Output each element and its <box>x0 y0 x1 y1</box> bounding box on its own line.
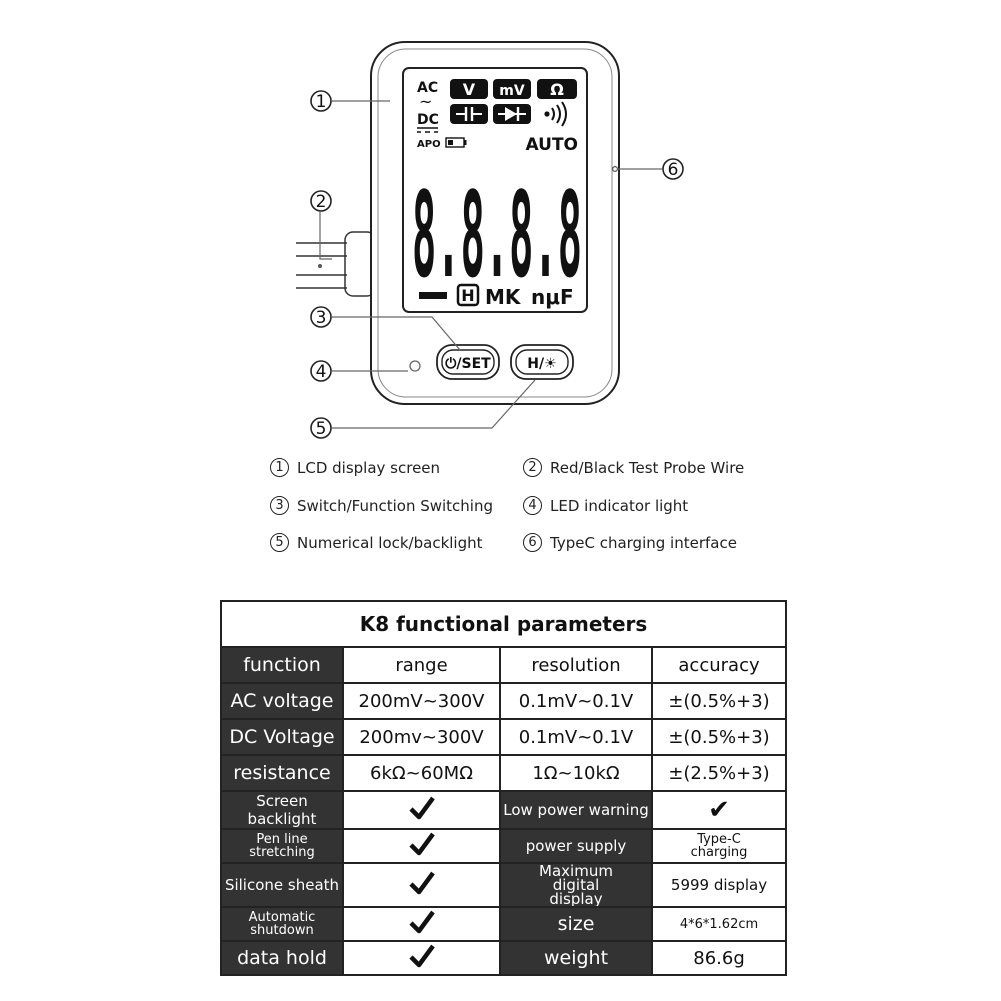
check-icon <box>408 944 435 968</box>
legend-item-3: 3 Switch/Function Switching <box>270 496 493 515</box>
check-icon: ✔ <box>708 795 730 825</box>
lcd-auto: AUTO <box>526 135 579 155</box>
check-icon <box>408 871 435 895</box>
parameters-table: K8 functional parameters function range … <box>219 600 788 976</box>
legend-text: TypeC charging interface <box>550 533 737 552</box>
check-icon <box>408 910 435 934</box>
lcd-ac-symbol: ~ <box>419 92 432 111</box>
callout-3: 3 <box>310 306 332 328</box>
svg-text:Ω: Ω <box>550 80 564 99</box>
table-row: Screen backlight Low power warning ✔ <box>220 790 788 830</box>
legend-text: LCD display screen <box>297 458 441 477</box>
table-row: resistance 6kΩ~60MΩ 1Ω~10kΩ ±(2.5%+3) <box>220 754 788 792</box>
mode-ohm: Ω <box>537 79 577 99</box>
legend-item-2: 2 Red/Black Test Probe Wire <box>523 458 744 477</box>
lcd-unit: nμF <box>531 285 574 309</box>
mode-mv: mV <box>493 79 531 99</box>
buzzer-icon <box>544 101 567 127</box>
legend-item-4: 4 LED indicator light <box>523 496 688 515</box>
typec-port <box>611 166 618 173</box>
header-function: function <box>220 646 344 684</box>
callout-5: 5 <box>310 417 332 439</box>
callout-2: 2 <box>310 190 332 212</box>
legend-text: Numerical lock/backlight <box>297 533 483 552</box>
svg-text:3: 3 <box>316 308 327 328</box>
check-icon <box>408 796 435 820</box>
callout-6: 6 <box>662 158 684 180</box>
mode-diode-icon <box>493 104 531 124</box>
led-indicator <box>409 360 421 372</box>
multimeter-diagram: AC ~ DC APO V mV Ω <box>296 41 684 439</box>
svg-text:4: 4 <box>316 362 327 382</box>
battery-icon <box>445 137 467 148</box>
callout-1: 1 <box>310 90 332 112</box>
table-row: AC voltage 200mV~300V 0.1mV~0.1V ±(0.5%+… <box>220 682 788 720</box>
lcd-ac: AC <box>417 80 438 96</box>
lcd-minus-sign <box>419 292 447 299</box>
legend-text: LED indicator light <box>550 496 689 515</box>
svg-text:H/☀: H/☀ <box>527 356 556 372</box>
legend-text: Switch/Function Switching <box>297 496 494 515</box>
check-icon <box>408 832 435 856</box>
legend-item-1: 1 LCD display screen <box>270 458 440 477</box>
lcd-mk: MK <box>485 285 522 309</box>
header-range: range <box>342 646 501 684</box>
table-title: K8 functional parameters <box>219 600 788 648</box>
svg-text:1: 1 <box>316 92 327 112</box>
table-row: data hold weight 86.6g <box>220 940 788 976</box>
svg-text:2: 2 <box>316 192 327 212</box>
header-accuracy: accuracy <box>650 646 788 684</box>
svg-text:mV: mV <box>499 83 525 99</box>
lcd-dc: DC <box>417 112 439 128</box>
table-row: DC Voltage 200mv~300V 0.1mV~0.1V ±(0.5%+… <box>220 718 788 756</box>
lcd-screen: AC ~ DC APO V mV Ω <box>402 67 588 313</box>
header-resolution: resolution <box>499 646 653 684</box>
table-row: Pen line stretching power supply Type-C … <box>220 828 788 864</box>
svg-text:V: V <box>463 80 476 99</box>
lcd-apo: APO <box>417 139 441 150</box>
table-row: Automatic shutdown size 4*6*1.62cm <box>220 906 788 942</box>
power-set-button[interactable]: ⏻/SET <box>436 344 500 380</box>
legend-item-5: 5 Numerical lock/backlight <box>270 533 483 552</box>
hold-backlight-button[interactable]: H/☀ <box>510 344 574 380</box>
table-row: Silicone sheath Maximum digital display … <box>220 862 788 908</box>
svg-text:6: 6 <box>668 160 679 180</box>
mode-v: V <box>450 79 488 99</box>
mode-capacitance-icon <box>450 104 488 124</box>
callout-4: 4 <box>310 360 332 382</box>
legend-item-6: 6 TypeC charging interface <box>523 533 737 552</box>
legend-text: Red/Black Test Probe Wire <box>550 458 745 477</box>
svg-text:5: 5 <box>316 419 327 439</box>
probe-wires <box>296 231 376 297</box>
svg-text:H: H <box>461 286 474 305</box>
svg-text:⏻/SET: ⏻/SET <box>445 356 491 372</box>
lcd-digits: 8.8.8.8 <box>412 166 582 304</box>
lcd-hold-indicator: H <box>456 283 480 307</box>
